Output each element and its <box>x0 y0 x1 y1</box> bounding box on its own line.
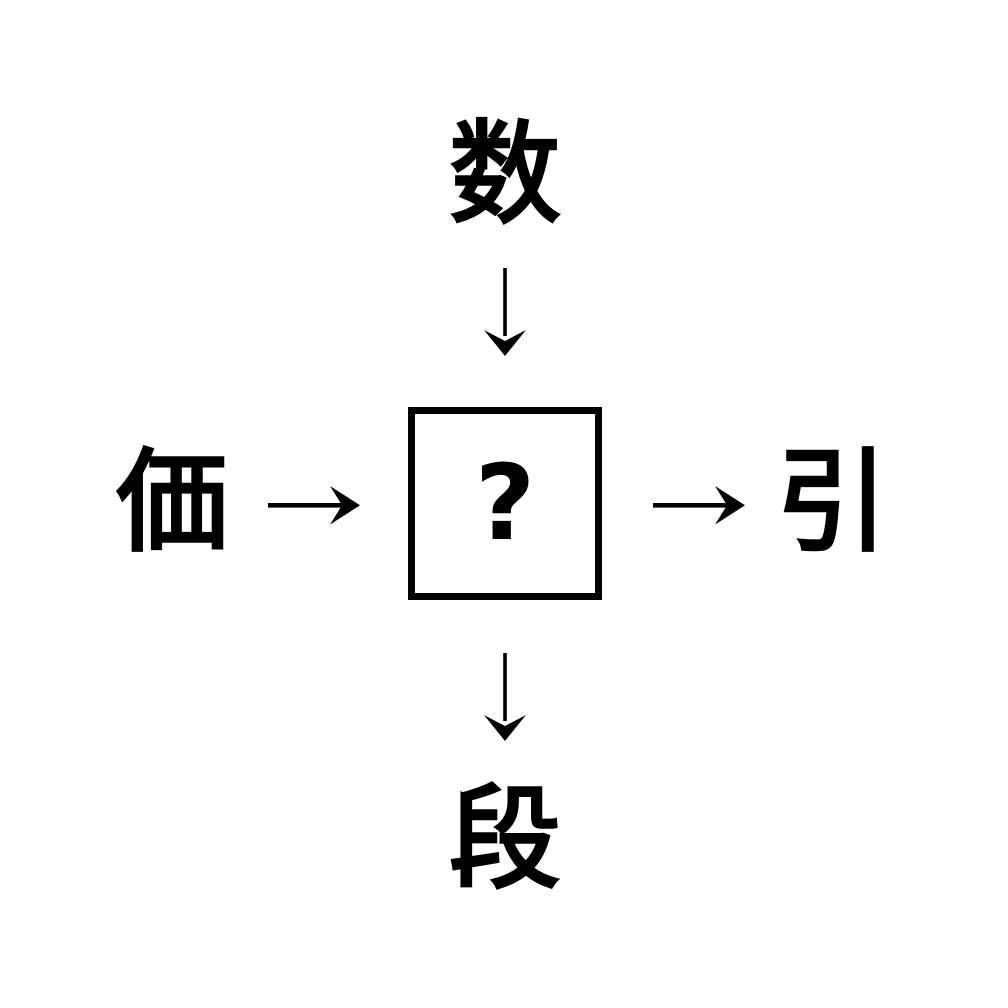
kanji-bottom: 段 <box>449 775 561 905</box>
kanji-top: 数 <box>449 110 561 240</box>
arrow-right-icon-left <box>264 478 364 532</box>
unknown-kanji-box[interactable]: ? <box>408 407 602 600</box>
arrow-down-icon-top <box>470 268 540 358</box>
arrow-down-icon-bottom <box>470 653 540 743</box>
arrow-right-icon-right <box>649 478 749 532</box>
kanji-right: 引 <box>776 438 888 568</box>
question-mark-glyph: ? <box>474 441 536 564</box>
kanji-left: 価 <box>116 438 228 568</box>
